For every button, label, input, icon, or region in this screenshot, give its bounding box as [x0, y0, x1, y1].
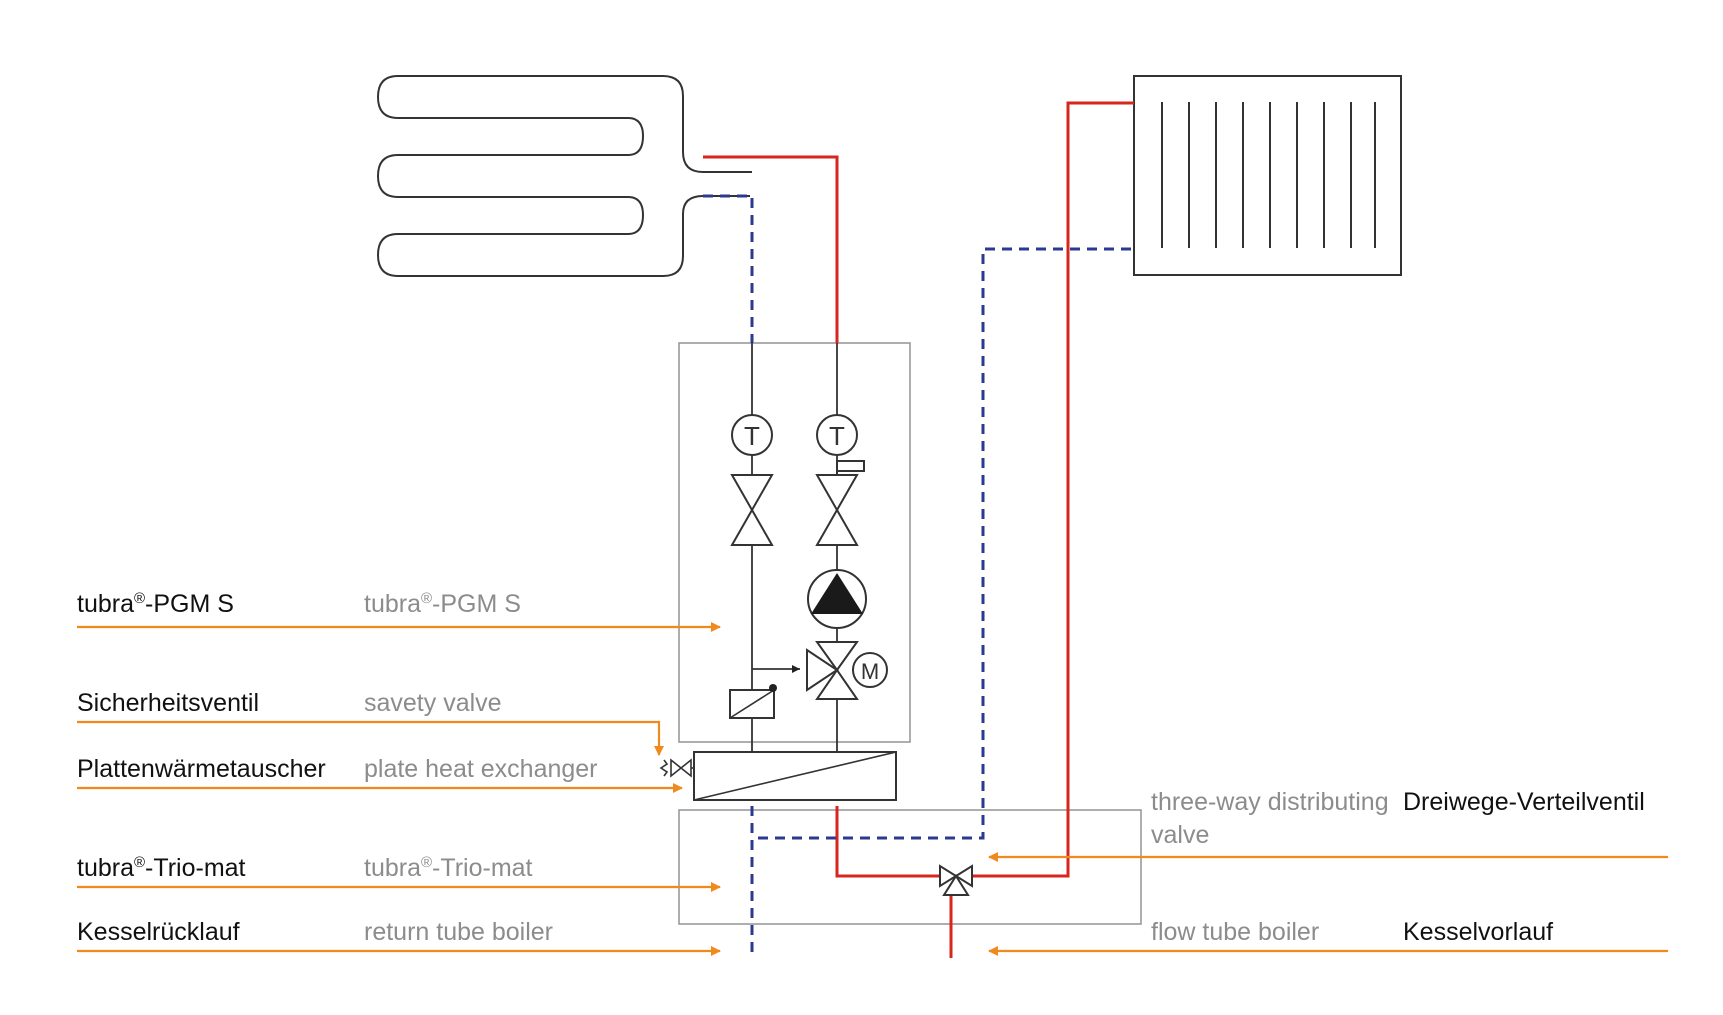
pgm-frame	[678, 342, 911, 743]
trio-mat-label-de: tubra®-Trio-mat	[77, 854, 246, 882]
plate-hx-label-en: plate heat exchanger	[364, 755, 598, 783]
safety-valve-label-de: Sicherheitsventil	[77, 689, 259, 717]
return-lines	[703, 194, 1134, 958]
pump-icon	[807, 569, 867, 629]
trio-mat-label-en: tubra®-Trio-mat	[364, 854, 533, 882]
boiler-flow-label-en: flow tube boiler	[1151, 918, 1319, 946]
shutoff-valve-right-icon	[815, 460, 865, 546]
boiler-return-label-de: Kesselrücklauf	[77, 918, 240, 946]
plate-heat-exchanger-icon	[693, 751, 897, 801]
svg-text:M: M	[861, 659, 879, 684]
three-way-valve-label-en-line1: three-way distributing	[1151, 788, 1389, 816]
boiler-return-label-en: return tube boiler	[364, 918, 553, 946]
svg-text:T: T	[829, 421, 845, 451]
pointer-arrows	[77, 622, 1668, 956]
three-way-valve-label-en-line2: valve	[1151, 821, 1209, 849]
radiator	[1133, 75, 1402, 276]
supply-lines	[703, 101, 1134, 958]
thermometer-left-icon: T	[731, 414, 773, 456]
pgm-label-en: tubra®-PGM S	[364, 590, 521, 618]
three-way-valve-label-de: Dreiwege-Verteilventil	[1403, 788, 1645, 816]
pgm-label-de: tubra®-PGM S	[77, 590, 234, 618]
shutoff-valve-left-icon	[730, 474, 774, 546]
trio-mat-frame	[678, 809, 1142, 925]
underfloor-heating-coil	[376, 75, 752, 277]
plate-hx-label-de: Plattenwärmetauscher	[77, 755, 326, 783]
svg-text:T: T	[744, 421, 760, 451]
thermometer-right-icon: T	[816, 414, 858, 456]
three-way-distributing-valve-icon	[939, 864, 973, 896]
safety-valve-label-en: savety valve	[364, 689, 502, 717]
boiler-flow-label-de: Kesselvorlauf	[1403, 918, 1553, 946]
safety-valve-icon	[659, 758, 694, 778]
safety-valve-pointer-arrow	[77, 720, 664, 756]
actuator-icon	[729, 684, 777, 719]
mixing-valve-icon: M	[806, 641, 888, 700]
